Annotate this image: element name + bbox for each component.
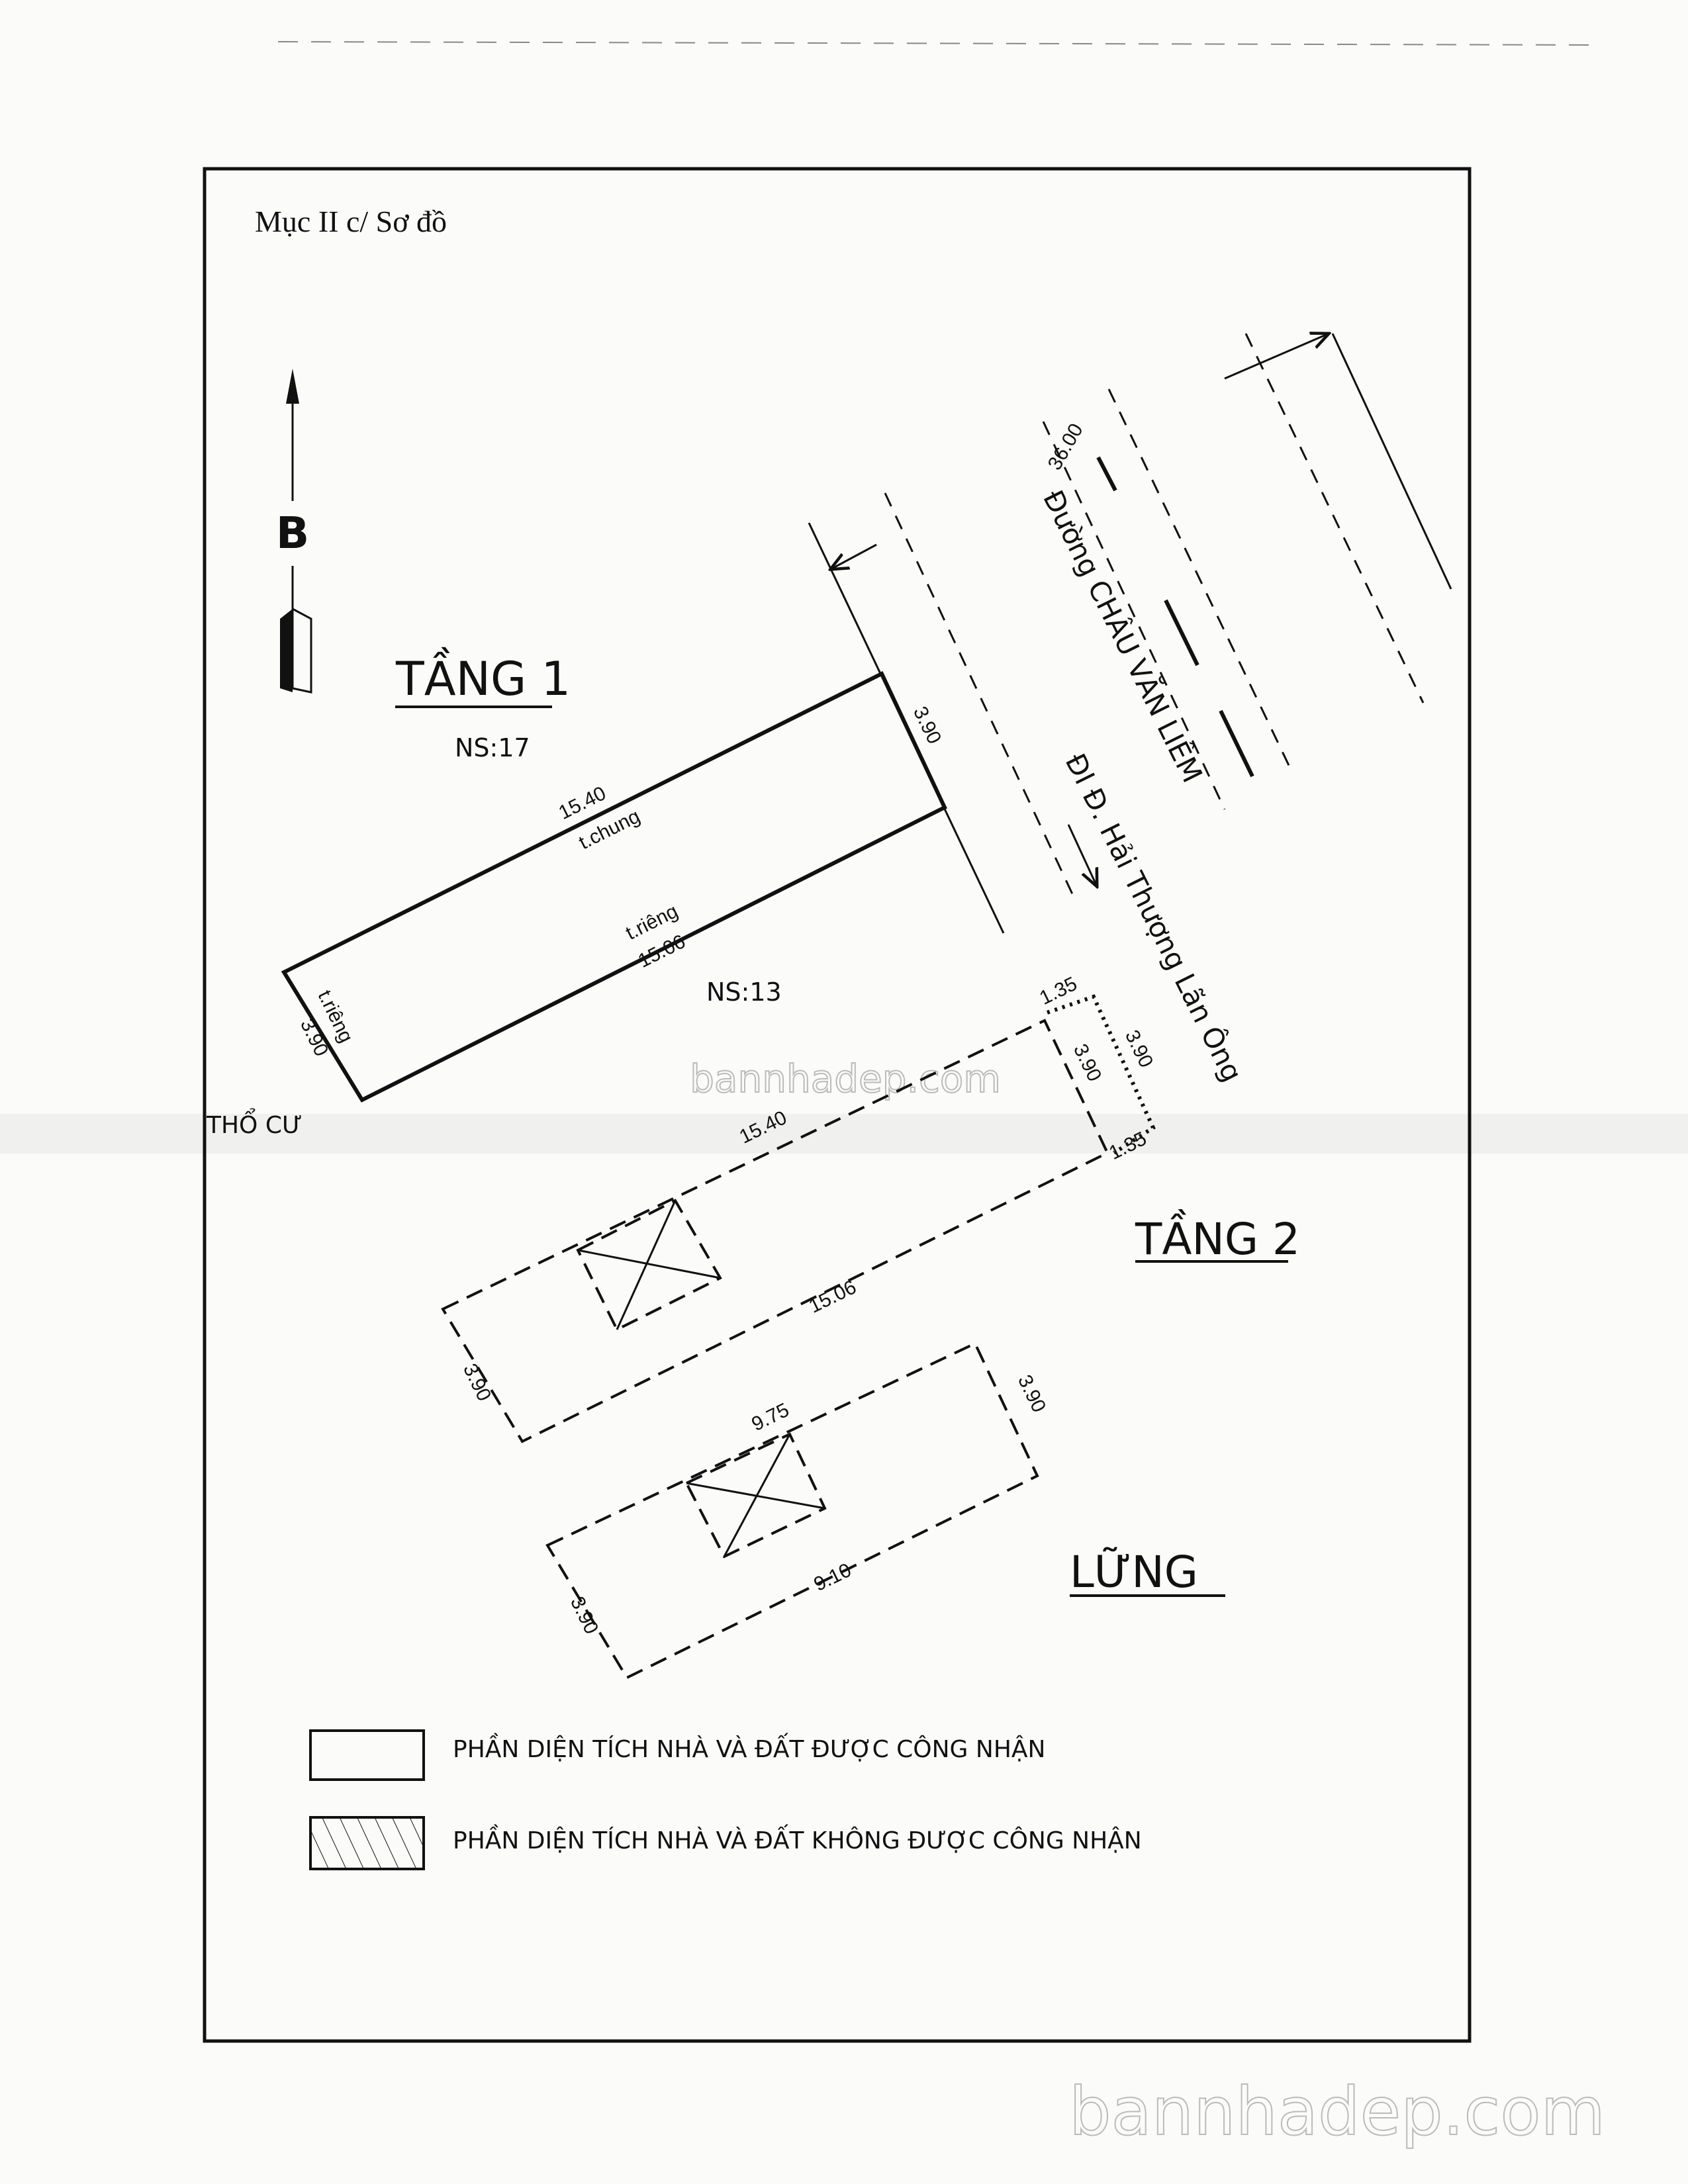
north-arrow-icon — [280, 369, 312, 694]
floor2-balcony-top: 1.35 — [1036, 973, 1080, 1009]
legend-not-recognized-swatch — [309, 1816, 425, 1870]
land-type-label: THỔ CƯ — [206, 1108, 303, 1139]
floor1-plot-outline — [281, 670, 947, 1103]
watermark-center: bannhadep.com — [690, 1056, 1001, 1101]
floor2-bottom-length: 15.06 — [806, 1276, 860, 1318]
drawing-frame — [203, 167, 1472, 2043]
road-direction: ĐI Đ. Hải Thượng Lãn Ông — [1059, 748, 1250, 1087]
road-lines — [808, 334, 1452, 934]
scan-line — [277, 41, 1603, 46]
floor2-balcony-width: 3.90 — [1121, 1026, 1157, 1071]
mezzanine-front-width: 3.90 — [1013, 1371, 1050, 1416]
floor1-title: TẦNG 1 — [395, 647, 571, 706]
mezzanine-back-width: 3.90 — [566, 1593, 602, 1637]
neighbor-ns13: NS:13 — [706, 978, 782, 1007]
legend-not-recognized-label: PHẦN DIỆN TÍCH NHÀ VÀ ĐẤT KHÔNG ĐƯỢC CÔN… — [453, 1824, 1142, 1854]
mezzanine-void-box — [684, 1432, 827, 1559]
legend-recognized-label: PHẦN DIỆN TÍCH NHÀ VÀ ĐẤT ĐƯỢC CÔNG NHẬN — [453, 1733, 1045, 1763]
floor2-outline — [441, 1019, 1109, 1443]
mezzanine-outline — [545, 1342, 1039, 1680]
north-label: B — [276, 508, 309, 559]
legend-recognized-swatch — [309, 1729, 425, 1781]
neighbor-ns17: NS:17 — [455, 733, 530, 762]
floor1-top-length: 15.40 — [555, 782, 610, 824]
mezzanine-title: LỮNG — [1070, 1547, 1198, 1598]
floor2-balcony-outline — [1047, 994, 1156, 1155]
floor2-title: TẦNG 2 — [1135, 1209, 1300, 1265]
floor2-void-box — [576, 1199, 722, 1332]
section-title: Mục II c/ Sơ đồ — [255, 205, 447, 238]
watermark-bottom: bannhadep.com — [1069, 2073, 1605, 2150]
mezzanine-bottom-length: 9.10 — [810, 1559, 855, 1596]
fold-crease — [0, 1114, 1688, 1154]
floor2-back-width: 3.90 — [459, 1360, 495, 1404]
floor2-front-width: 3.90 — [1069, 1040, 1105, 1085]
mezzanine-top-length: 9.75 — [748, 1399, 792, 1435]
road-width: 36.00 — [1044, 420, 1088, 474]
